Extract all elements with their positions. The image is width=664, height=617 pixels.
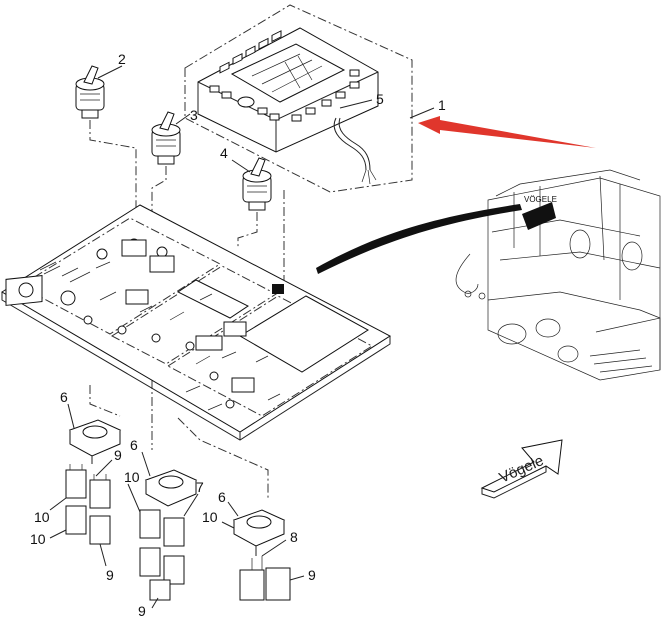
- label-4: 4: [220, 145, 228, 161]
- rotary-switch-3: [151, 111, 181, 165]
- display-unit-group: [184, 4, 413, 193]
- display-screen: [230, 43, 346, 103]
- label-8: 8: [290, 529, 298, 545]
- label-9d: 9: [308, 567, 316, 583]
- callout-arrow-red: [418, 116, 596, 148]
- label-6b: 6: [130, 437, 138, 453]
- label-6c: 6: [218, 489, 226, 505]
- label-5: 5: [376, 91, 384, 107]
- keypad-slot: [177, 279, 249, 319]
- voegele-direction-arrow: Vögele: [480, 439, 563, 499]
- callout-swoosh-black: [316, 204, 522, 274]
- label-9a: 9: [114, 447, 122, 463]
- rotary-knob: [237, 96, 255, 108]
- membrane-keypad: [1, 204, 391, 441]
- label-2: 2: [118, 51, 126, 67]
- label-9c: 9: [138, 603, 146, 617]
- rotary-switch-4: [242, 157, 272, 211]
- display-keys-top: [219, 30, 282, 74]
- label-9b: 9: [106, 567, 114, 583]
- cable-harness: [333, 117, 367, 171]
- label-10d: 10: [202, 509, 218, 525]
- contact-blocks-left: [65, 464, 111, 545]
- contact-blocks-middle: [139, 509, 185, 601]
- lamp-holder-6b: [144, 469, 198, 507]
- assembly-lines: [89, 120, 285, 500]
- machine-brand-label: VÖGELE: [524, 195, 557, 204]
- label-10c: 10: [124, 469, 140, 485]
- rotary-switch-2: [75, 65, 105, 119]
- label-1: 1: [438, 97, 446, 113]
- arrow-brand-label: Vögele: [497, 452, 547, 487]
- label-6a: 6: [60, 389, 68, 405]
- display-keys-side: [209, 69, 360, 122]
- label-3: 3: [190, 107, 198, 123]
- label-7: 7: [196, 479, 204, 495]
- lamp-holder-6c: [232, 509, 286, 556]
- label-10a: 10: [34, 509, 50, 525]
- contact-blocks-right: [239, 556, 291, 601]
- keypad-blank-area: [239, 295, 369, 373]
- label-10b: 10: [30, 531, 46, 547]
- lamp-holder-6a: [68, 419, 122, 464]
- paver-machine: VÖGELE: [455, 169, 661, 381]
- machine-panel-highlight: [522, 202, 556, 230]
